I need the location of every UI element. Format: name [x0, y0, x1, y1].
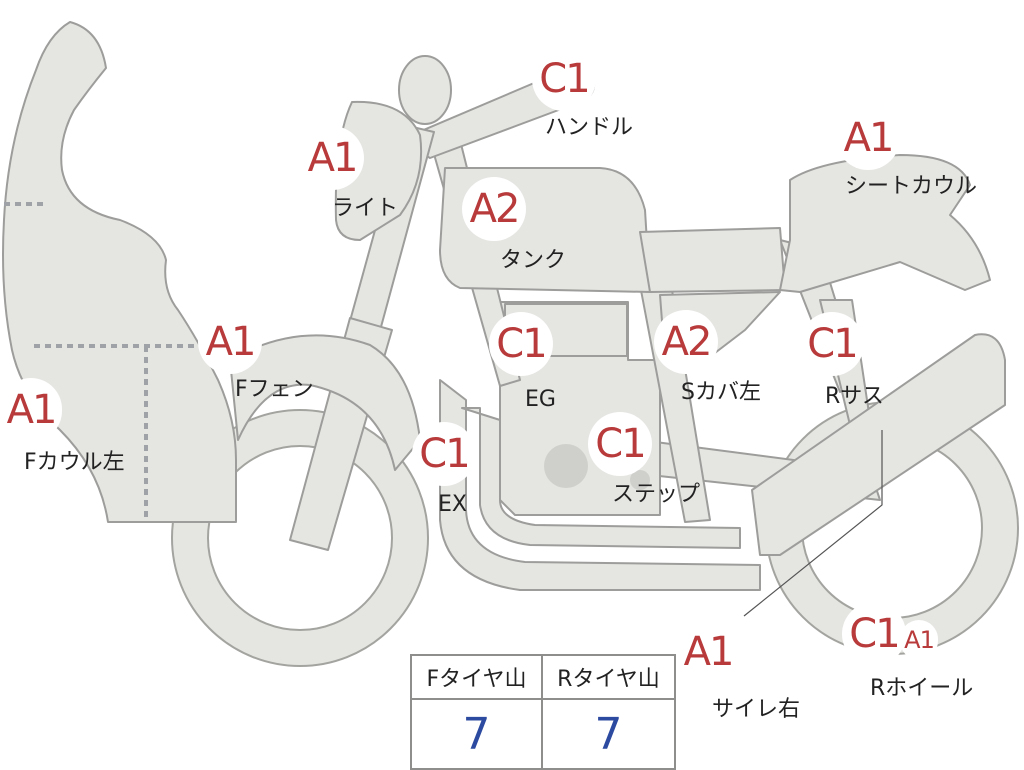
- silencer-leader-line: [743, 430, 883, 617]
- f-fender-label: Fフェン: [235, 377, 314, 402]
- silencer: [751, 333, 1006, 556]
- silencer-right-code-badge: A1: [676, 620, 740, 684]
- s-cover-left-label: Sカバ左: [681, 380, 761, 405]
- step-label: ステップ: [612, 482, 701, 507]
- r-wheel-secondary-code-badge: A1: [900, 620, 938, 660]
- light-code-badge: A1: [300, 126, 364, 190]
- tank-code-badge: A2: [462, 177, 526, 241]
- eg-code-badge: C1: [489, 312, 553, 376]
- step-code-badge: C1: [588, 412, 652, 476]
- seat-cowl: [779, 154, 991, 293]
- exhaust-pipe: [439, 379, 761, 591]
- rear-tread-value: 7: [594, 708, 623, 760]
- light-label: ライト: [332, 196, 399, 221]
- silencer-right-label: サイレ右: [712, 697, 801, 722]
- r-wheel-label: Rホイール: [870, 676, 974, 701]
- rear-tread-header: Rタイヤ山: [543, 656, 674, 700]
- f-cowl-left-code-badge: A1: [0, 378, 62, 442]
- ex-code-badge: C1: [412, 422, 476, 486]
- seat: [639, 227, 786, 293]
- ex-label: EX: [438, 492, 467, 517]
- tank-label: タンク: [500, 248, 567, 273]
- front-tread-header: Fタイヤ山: [412, 656, 543, 700]
- seat-cowl-code-badge: A1: [836, 106, 900, 170]
- front-wheel: [171, 409, 429, 667]
- exhaust-pipe-inner: [461, 407, 741, 549]
- tire-tread-table: Fタイヤ山 Rタイヤ山 7 7: [410, 654, 676, 770]
- handle-code-badge: C1: [532, 47, 596, 111]
- step-peg-1: [630, 470, 650, 490]
- mirror: [398, 55, 452, 125]
- front-tread-value: 7: [412, 700, 543, 768]
- seat-cowl-label: シートカウル: [845, 174, 978, 199]
- front-fender: [229, 334, 421, 471]
- r-wheel-code-badge: C1: [842, 602, 906, 666]
- r-suspension-label: Rサス: [825, 384, 884, 409]
- f-fender-code-badge: A1: [198, 310, 262, 374]
- s-cover-left-code-badge: A2: [654, 310, 718, 374]
- handle-label: ハンドル: [545, 115, 634, 140]
- r-suspension-code-badge: C1: [800, 312, 864, 376]
- front-cowl: [2, 21, 237, 523]
- engine-cover: [544, 444, 588, 488]
- f-cowl-left-label: Fカウル左: [24, 450, 125, 475]
- eg-label: EG: [525, 387, 556, 412]
